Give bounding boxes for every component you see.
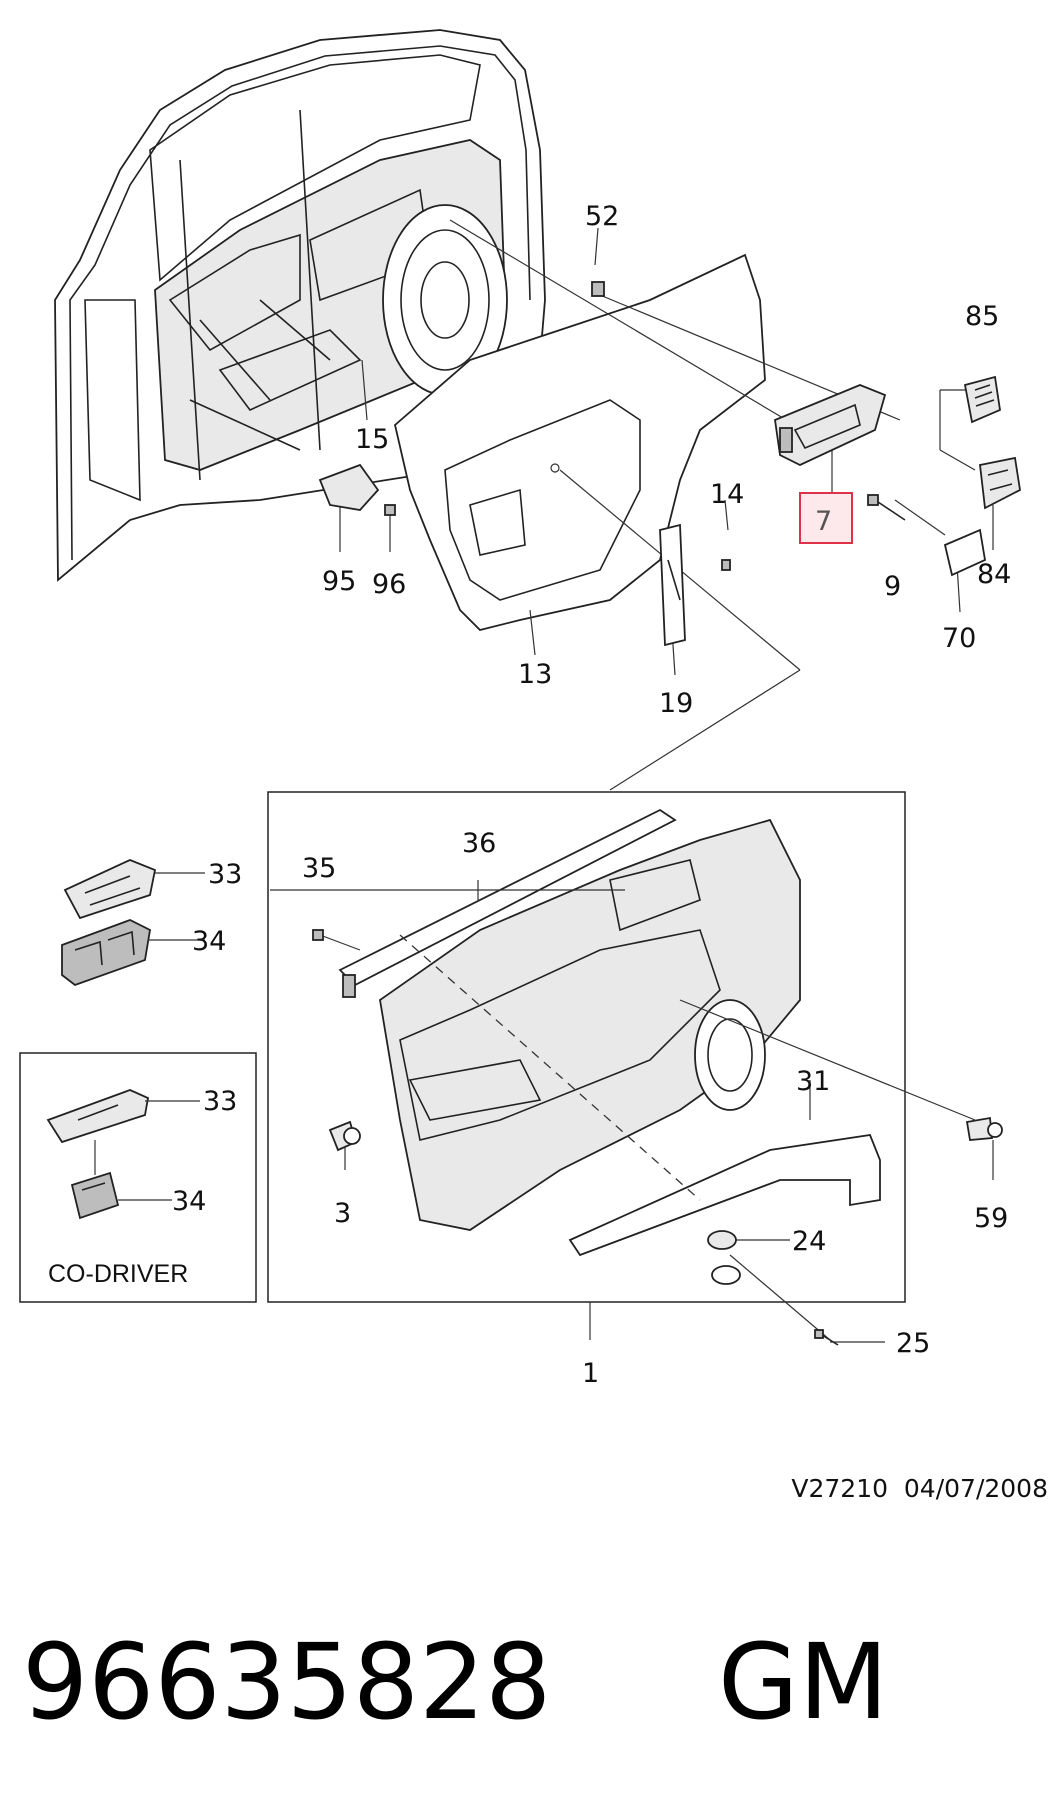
callout-25: 25	[896, 1328, 930, 1359]
callout-19: 19	[659, 688, 693, 719]
weatherstrip-36	[338, 808, 677, 998]
screw-25	[814, 1329, 839, 1346]
callout-96: 96	[372, 569, 406, 600]
bracket-95	[318, 463, 396, 516]
callout-14: 14	[710, 479, 744, 510]
brand-label: GM	[718, 1621, 888, 1743]
callout-34-driver: 34	[192, 926, 226, 957]
trim-leader-lines	[270, 880, 994, 1343]
switch-85	[963, 375, 1001, 424]
clip-59	[965, 1116, 1003, 1141]
co-driver-box	[19, 1052, 257, 1303]
guide-dash	[399, 934, 701, 1201]
clip-3	[328, 1120, 361, 1152]
window-switch-33-codriver	[46, 1089, 150, 1144]
callout-7-highlight	[799, 492, 853, 544]
callout-59: 59	[974, 1203, 1008, 1234]
co-driver-label: CO-DRIVER	[48, 1260, 188, 1288]
interior-handle-7	[774, 384, 887, 466]
callout-3: 3	[334, 1198, 351, 1229]
callout-95: 95	[322, 566, 356, 597]
switch-module-34-codriver	[70, 1171, 120, 1220]
callout-9: 9	[884, 571, 901, 602]
screw-9	[867, 494, 906, 521]
door-panel-13	[394, 253, 766, 631]
trim-strip-31	[568, 1134, 881, 1257]
callout-15: 15	[355, 424, 389, 455]
callout-70: 70	[942, 623, 976, 654]
callout-52: 52	[585, 201, 619, 232]
callout-24: 24	[792, 1226, 826, 1257]
callout-36: 36	[462, 828, 496, 859]
callout-31: 31	[796, 1066, 830, 1097]
callout-33-driver: 33	[208, 859, 242, 890]
switch-module-34-driver	[61, 919, 151, 987]
diagram-reference: V27210 04/07/2008	[791, 1474, 1048, 1503]
callout-1: 1	[582, 1358, 599, 1389]
switch-84	[979, 456, 1021, 510]
cover-70	[943, 528, 987, 577]
strip-19	[659, 523, 686, 647]
callout-85: 85	[965, 301, 999, 332]
callout-84: 84	[977, 559, 1011, 590]
screw-35	[312, 929, 324, 941]
callout-7: 7	[815, 506, 832, 537]
callout-35: 35	[302, 853, 336, 884]
callout-13: 13	[518, 659, 552, 690]
callout-33-codriver: 33	[203, 1086, 237, 1117]
window-switch-33-driver	[63, 859, 157, 920]
screw-14	[721, 559, 731, 571]
clip-52	[591, 281, 605, 297]
callout-34-codriver: 34	[172, 1186, 206, 1217]
trim-assembly-box	[267, 791, 906, 1303]
part-number: 96635828	[22, 1621, 551, 1743]
grommet-24	[707, 1230, 741, 1285]
